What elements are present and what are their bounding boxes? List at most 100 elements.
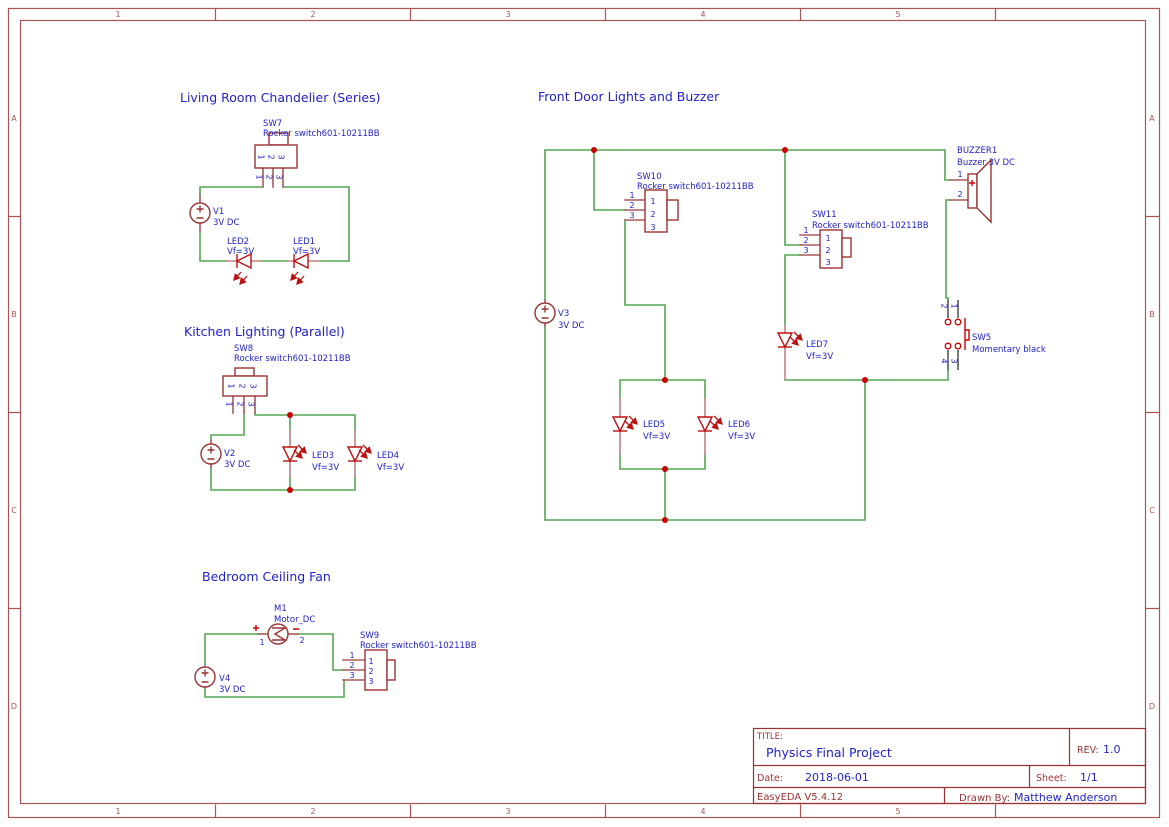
push-button-actuator-icon: [964, 318, 970, 350]
junction-dot: [591, 147, 597, 153]
ruler-col-label: 2: [310, 807, 315, 816]
sw7-pin-label: 2: [265, 174, 274, 179]
component-led5[interactable]: LED5 Vf=3V: [611, 398, 670, 455]
component-led2[interactable]: LED2 Vf=3V: [226, 237, 262, 285]
component-m1[interactable]: 1 2 M1 Motor_DC: [253, 604, 315, 647]
sw8-value-label: Rocker switch601-10211BB: [234, 354, 351, 364]
component-v3[interactable]: V3 3V DC: [534, 299, 584, 331]
component-sw9[interactable]: 1 2 3 1 2 3 SW9 Rocker switch601-10211BB: [342, 631, 477, 691]
wire[interactable]: [204, 633, 345, 698]
component-led7[interactable]: LED7 Vf=3V: [776, 325, 833, 380]
led-emission-arrow-icon: [296, 275, 305, 285]
section-title-bedroom[interactable]: Bedroom Ceiling Fan: [202, 569, 331, 584]
sw7-pin-label: 3: [275, 174, 284, 179]
sw9-pin-label: 2: [368, 667, 373, 676]
sheet-border: 1 2 3 4 5 1 2 3 4 5 A B C D A B C D: [7, 7, 1161, 819]
sw7-value-label: Rocker switch601-10211BB: [263, 129, 380, 139]
led-emission-arrow-icon: [628, 415, 638, 425]
component-v4[interactable]: V4 3V DC: [194, 666, 245, 695]
led5-ref-label: LED5: [643, 420, 665, 430]
ruler-col-label: 3: [505, 10, 510, 19]
schematic-title[interactable]: Physics Final Project: [766, 745, 892, 760]
m1-ref-label: M1: [274, 604, 287, 614]
component-led1[interactable]: LED1 Vf=3V: [287, 237, 320, 285]
wire[interactable]: [199, 186, 350, 262]
component-sw11[interactable]: 1 2 3 1 2 3 SW11 Rocker switch601-10211B…: [799, 210, 929, 269]
ruler-ticks-right: [1145, 215, 1160, 610]
led4-value-label: Vf=3V: [377, 463, 404, 473]
drawn-by-value[interactable]: Matthew Anderson: [1014, 791, 1117, 804]
component-led6[interactable]: LED6 Vf=3V: [696, 398, 755, 455]
led4-ref-label: LED4: [377, 451, 399, 461]
sw11-pin-label: 2: [803, 236, 808, 245]
v1-ref-label: V1: [213, 207, 224, 217]
drawn-by-label: Drawn By:: [959, 793, 1010, 804]
date-label: Date:: [757, 773, 783, 784]
ruler-col-label: 1: [115, 10, 120, 19]
v1-value-label: 3V DC: [213, 218, 239, 228]
sw11-ref-label: SW11: [812, 210, 837, 220]
circuit-kitchen: 1 2 3 1 2 3 SW8 Rocker switch601-10211BB…: [200, 344, 404, 493]
led3-value-label: Vf=3V: [312, 463, 339, 473]
component-sw7[interactable]: 1 2 3 1 2 3 SW7 Rocker switch601-10211BB: [254, 119, 380, 188]
component-buzzer1[interactable]: 1 2 BUZZER1 Buzzer 3V DC: [949, 146, 1015, 224]
sw9-pin-label: 2: [349, 661, 354, 670]
ruler-row-label: D: [11, 702, 17, 711]
junction-dot: [287, 412, 293, 418]
sw8-ref-label: SW8: [234, 344, 253, 354]
led6-value-label: Vf=3V: [728, 432, 755, 442]
led2-value-label: Vf=3V: [227, 247, 254, 257]
wire[interactable]: [544, 149, 951, 521]
wire[interactable]: [210, 412, 356, 491]
section-title-kitchen[interactable]: Kitchen Lighting (Parallel): [184, 324, 345, 339]
sw9-value-label: Rocker switch601-10211BB: [360, 641, 477, 651]
component-sw10[interactable]: 1 2 3 1 2 3 SW10 Rocker switch601-10211B…: [624, 172, 754, 233]
led-emission-arrow-icon: [290, 271, 299, 281]
led-emission-arrow-icon: [713, 415, 723, 425]
section-title-frontdoor[interactable]: Front Door Lights and Buzzer: [538, 89, 720, 104]
rev-value[interactable]: 1.0: [1103, 743, 1121, 756]
sw8-pin-label: 3: [247, 401, 256, 406]
ruler-row-label: D: [1149, 702, 1155, 711]
component-led4[interactable]: LED4 Vf=3V: [346, 430, 404, 477]
sw7-pin-label: 1: [255, 174, 264, 179]
sw10-ref-label: SW10: [637, 172, 662, 182]
sw7-pin-label: 2: [267, 154, 276, 159]
sw5-pin-label: 2: [940, 303, 949, 308]
sw11-pin-label: 3: [803, 246, 808, 255]
ruler-col-label: 3: [505, 807, 510, 816]
sw11-pin-label: 2: [825, 246, 830, 255]
outer-border: [7, 7, 1161, 819]
title-block-dividers: [753, 728, 1146, 804]
led-emission-arrow-icon: [709, 420, 719, 430]
sw7-ref-label: SW7: [263, 119, 282, 129]
sw11-pin-label: 3: [825, 258, 830, 267]
sheet-value[interactable]: 1/1: [1080, 771, 1098, 784]
section-title-living[interactable]: Living Room Chandelier (Series): [180, 90, 381, 105]
date-value[interactable]: 2018-06-01: [805, 771, 869, 784]
ruler-col-label: 5: [895, 10, 900, 19]
sw9-pin-label: 1: [349, 651, 354, 660]
motor-symbol-icon: [272, 627, 288, 641]
component-v1[interactable]: V1 3V DC: [189, 194, 239, 232]
junction-dot: [862, 377, 868, 383]
junction-dot: [662, 466, 668, 472]
led6-ref-label: LED6: [728, 420, 750, 430]
title-block: TITLE: Physics Final Project REV: 1.0 Da…: [752, 727, 1147, 805]
circuit-living-room: V1 3V DC LED2 Vf=3V LED1 Vf=3V: [189, 119, 380, 285]
sw8-pin-label: 2: [236, 401, 245, 406]
junction-dot: [287, 487, 293, 493]
component-sw8[interactable]: 1 2 3 1 2 3 SW8 Rocker switch601-10211BB: [222, 344, 351, 414]
sw11-pin-label: 1: [825, 234, 830, 243]
component-v2[interactable]: V2 3V DC: [200, 440, 250, 470]
ruler-col-label: 4: [700, 807, 705, 816]
sw7-pin-label: 3: [277, 154, 286, 159]
sw9-ref-label: SW9: [360, 631, 379, 641]
sw10-pin-label: 3: [650, 223, 655, 232]
sw10-pin-label: 2: [629, 201, 634, 210]
component-led3[interactable]: LED3 Vf=3V: [281, 430, 339, 477]
led-emission-arrow-icon: [358, 449, 368, 459]
v2-ref-label: V2: [224, 449, 235, 459]
component-sw5[interactable]: 2 1 4 3 SW5 Momentary black: [940, 300, 1046, 370]
